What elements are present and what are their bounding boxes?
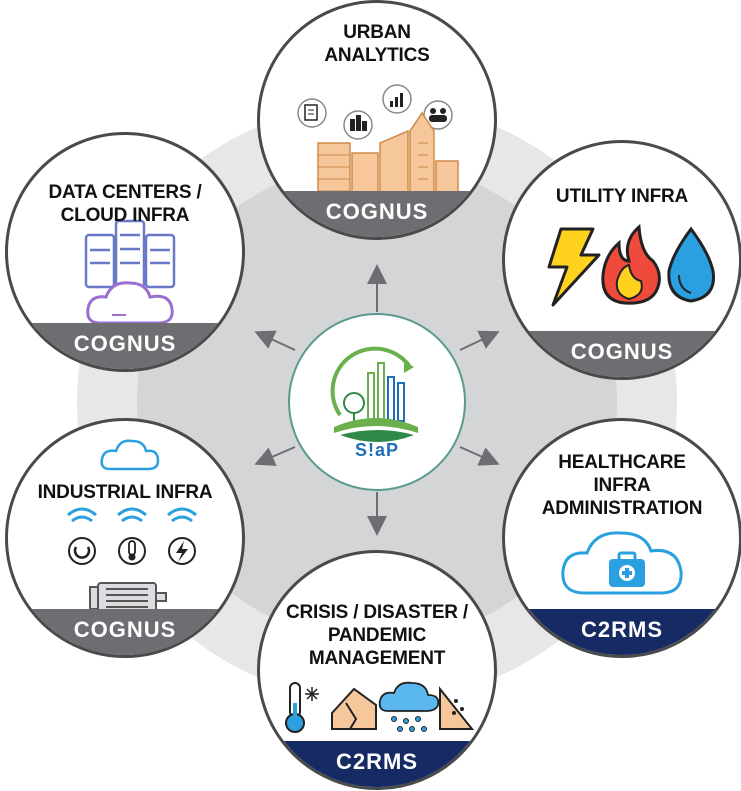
collapsed-house-icon <box>331 687 377 730</box>
node-utility-infra: UTILITY INFRA COGNUS <box>502 140 741 380</box>
wifi-icon <box>67 507 197 523</box>
utility-title-line1: UTILITY INFRA <box>555 186 689 207</box>
thermometer-icon <box>285 682 305 733</box>
thermometer-icon <box>118 537 146 565</box>
healthcare-band: C2RMS <box>505 609 739 655</box>
water-drop-icon <box>667 226 716 303</box>
urban-title-line2: ANALYTICS <box>324 45 430 66</box>
crisis-band: C2RMS <box>260 741 494 787</box>
lightning-icon <box>547 227 601 307</box>
buildings-icon <box>343 110 373 140</box>
smart-city-logo-icon <box>330 346 418 442</box>
industrial-art <box>67 439 197 614</box>
snowflake-icon <box>305 687 319 701</box>
rain-cloud-icon <box>378 681 440 732</box>
urban-title: URBAN ANALYTICS <box>260 21 494 67</box>
arrow-lower-right <box>459 446 500 466</box>
crisis-title-line3: MANAGEMENT <box>308 648 446 669</box>
utility-title: UTILITY INFRA <box>505 185 739 208</box>
utility-art <box>547 223 716 307</box>
datacenter-title-line2: CLOUD INFRA <box>60 205 190 226</box>
crisis-art <box>285 681 475 733</box>
urban-title-line1: URBAN <box>343 22 411 43</box>
arrow-upper-left <box>254 330 296 351</box>
datacenter-title-line1: DATA CENTERS / <box>48 182 202 203</box>
healthcare-title-line1: HEALTHCARE <box>558 452 686 473</box>
arrow-upper-right <box>459 330 500 351</box>
healthcare-title-line3: ADMINISTRATION <box>541 498 703 519</box>
document-icon <box>297 98 327 128</box>
datacenter-title: DATA CENTERS / CLOUD INFRA <box>8 181 242 227</box>
people-icon <box>423 100 453 130</box>
node-industrial-infra: INDUSTRIAL INFRA COGNUS <box>5 418 245 658</box>
power-icon <box>68 537 96 565</box>
slap-hub: S!aP <box>288 313 466 491</box>
urban-band: COGNUS <box>260 191 494 237</box>
server-rack-icon <box>84 219 176 289</box>
datacenter-band: COGNUS <box>8 323 242 369</box>
node-crisis-management: CRISIS / DISASTER / PANDEMIC MANAGEMENT … <box>257 550 497 790</box>
node-healthcare-infra: HEALTHCARE INFRA ADMINISTRATION C2RMS <box>502 418 741 658</box>
medical-kit-icon <box>609 551 645 587</box>
landslide-icon <box>439 686 475 730</box>
slap-label: S!aP <box>354 440 400 460</box>
crisis-title: CRISIS / DISASTER / PANDEMIC MANAGEMENT <box>260 601 494 670</box>
bolt-icon <box>168 537 196 565</box>
healthcare-title: HEALTHCARE INFRA ADMINISTRATION <box>505 451 739 520</box>
crisis-title-line1: CRISIS / DISASTER / <box>285 602 468 623</box>
node-data-centers: DATA CENTERS / CLOUD INFRA COGNUS <box>5 132 245 372</box>
motor-icon <box>89 582 167 614</box>
fire-icon <box>601 223 661 305</box>
crisis-title-line2: PANDEMIC <box>327 625 427 646</box>
industrial-title: INDUSTRIAL INFRA <box>8 481 242 504</box>
healthcare-title-line2: INFRA <box>593 475 651 496</box>
datacenter-art <box>84 219 176 325</box>
healthcare-art <box>561 531 683 595</box>
utility-band: COGNUS <box>505 331 739 377</box>
cloud-icon <box>100 439 160 471</box>
arrow-lower-left <box>254 446 296 466</box>
cloud-icon <box>86 281 174 325</box>
industrial-title-line1: INDUSTRIAL INFRA <box>37 482 213 503</box>
node-urban-analytics: URBAN ANALYTICS COGNUS <box>257 0 497 240</box>
bar-chart-icon <box>382 84 412 114</box>
industrial-band: COGNUS <box>8 609 242 655</box>
